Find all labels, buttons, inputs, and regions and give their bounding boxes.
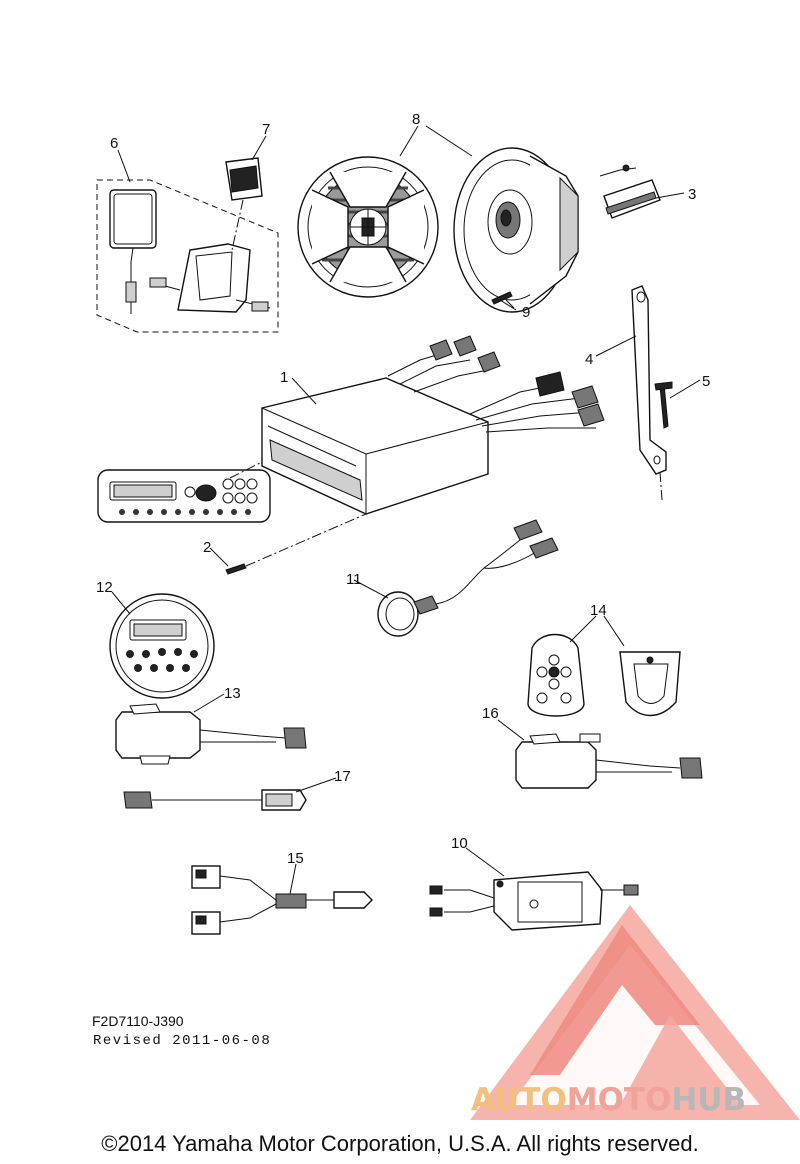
part-8-speaker-grille bbox=[297, 156, 439, 298]
callout-15: 15 bbox=[287, 850, 304, 867]
watermark-auto: AUTO bbox=[471, 1082, 567, 1118]
part-13-interface-box bbox=[115, 703, 307, 765]
watermark-moto: MOTO bbox=[566, 1082, 672, 1118]
callout-5: 5 bbox=[702, 373, 710, 390]
callout-11: 11 bbox=[346, 571, 362, 588]
automotohub-logo-icon bbox=[470, 905, 800, 1120]
callout-labels: 1 2 3 4 5 6 7 8 9 10 11 12 13 14 15 16 1… bbox=[96, 111, 710, 867]
callout-1: 1 bbox=[280, 369, 288, 386]
callout-12: 12 bbox=[96, 579, 113, 596]
callout-13: 13 bbox=[224, 685, 241, 702]
part-14-wireless-remote bbox=[527, 633, 681, 717]
part-3-harness-connector bbox=[599, 164, 661, 219]
part-5-screw bbox=[654, 381, 673, 429]
part-11-receiver bbox=[377, 519, 559, 637]
callout-6: 6 bbox=[110, 135, 118, 152]
watermark-text: AUTOMOTOHUB bbox=[471, 1082, 746, 1118]
part-16-interface-box bbox=[515, 733, 703, 789]
leader-lines bbox=[111, 125, 701, 895]
part-9-screw bbox=[491, 291, 517, 311]
part-1-stereo-unit bbox=[261, 335, 605, 515]
diagram-reference-code: F2D7110-J390 bbox=[92, 1013, 184, 1029]
part-15-y-cable bbox=[191, 865, 373, 935]
callout-9: 9 bbox=[522, 304, 530, 321]
callout-3: 3 bbox=[688, 186, 696, 203]
revision-date: Revised 2011-06-08 bbox=[93, 1033, 272, 1049]
part-2-screw bbox=[225, 513, 367, 575]
part-10-power-module bbox=[429, 871, 639, 931]
callout-2: 2 bbox=[203, 539, 211, 556]
part-4-bracket bbox=[631, 285, 667, 501]
part-12-remote-controller bbox=[109, 593, 215, 699]
part-17-extension-cable bbox=[123, 789, 307, 811]
callout-14: 14 bbox=[590, 602, 607, 619]
part-1-faceplate bbox=[97, 461, 271, 523]
callout-4: 4 bbox=[585, 351, 593, 368]
watermark-hub: HUB bbox=[671, 1082, 747, 1118]
copyright-notice: ©2014 Yamaha Motor Corporation, U.S.A. A… bbox=[101, 1131, 699, 1156]
part-6-remote-kit bbox=[96, 179, 279, 333]
callout-8: 8 bbox=[412, 111, 420, 128]
callout-17: 17 bbox=[334, 768, 351, 785]
part-8-speaker-body bbox=[453, 147, 579, 313]
callout-10: 10 bbox=[451, 835, 468, 852]
part-7-clip bbox=[225, 157, 263, 201]
callout-16: 16 bbox=[482, 705, 499, 722]
callout-7: 7 bbox=[262, 121, 270, 138]
